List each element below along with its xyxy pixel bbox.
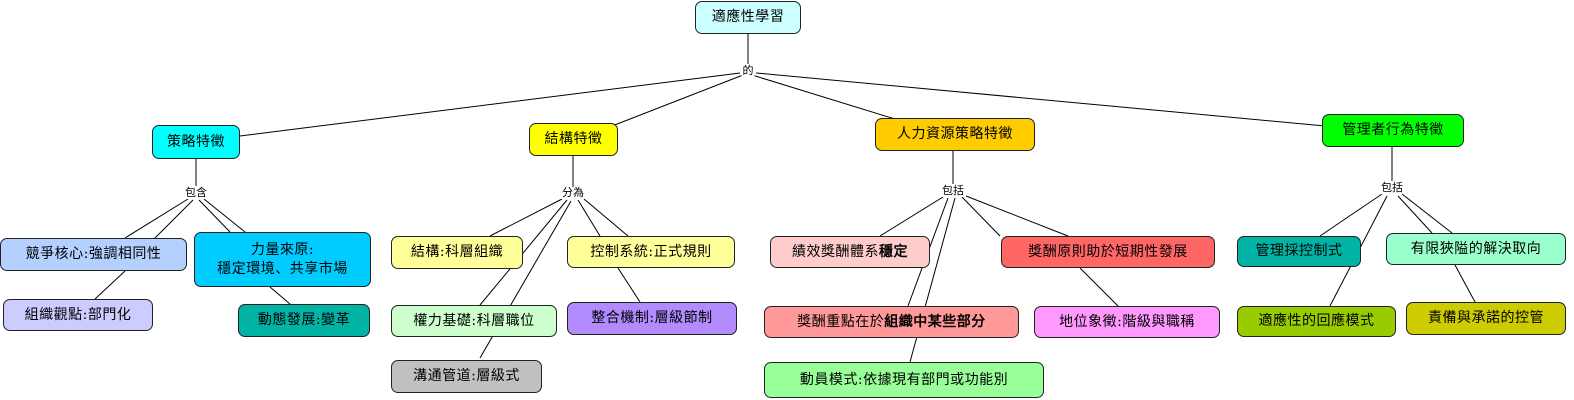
node-accountability[interactable]: 責備與承諾的控管 xyxy=(1406,302,1566,335)
node-limited-solution[interactable]: 有限狹隘的解決取向 xyxy=(1386,233,1566,265)
structure-link-label: 分為 xyxy=(561,186,585,199)
manager-link-label: 包括 xyxy=(1380,181,1404,194)
node-power-source-line2: 穩定環境、共享市場 xyxy=(217,260,348,277)
node-adaptive-response[interactable]: 適應性的回應模式 xyxy=(1237,306,1396,337)
strategy-link-label: 包含 xyxy=(184,186,208,199)
node-power-source[interactable]: 力量來原: 穩定環境、共享市場 xyxy=(194,232,371,287)
node-power-source-line1: 力量來原: xyxy=(250,241,315,258)
node-communication[interactable]: 溝通管道:層級式 xyxy=(391,360,542,393)
node-mobilization-label: 動員模式:依據現有部門或功能別 xyxy=(799,371,1009,388)
branch-hr-label: 人力資源策略特徵 xyxy=(897,126,1013,142)
node-control-mgmt[interactable]: 管理採控制式 xyxy=(1237,236,1361,267)
branch-structure-label: 結構特徵 xyxy=(544,131,603,147)
node-control-mgmt-label: 管理採控制式 xyxy=(1255,243,1343,259)
node-status-symbol-label: 地位象徵:階級與職稱 xyxy=(1059,313,1195,330)
root-node[interactable]: 適應性學習 xyxy=(695,1,801,34)
node-dynamic-dev[interactable]: 動態發展:變革 xyxy=(238,304,370,337)
node-power-base-label: 權力基礎:科層職位 xyxy=(413,312,535,329)
node-control-system[interactable]: 控制系統:正式規則 xyxy=(567,236,735,268)
node-org-view[interactable]: 組織觀點:部門化 xyxy=(3,299,153,331)
node-reward-focus-text: 獎酬重點在於組織中某些部分 xyxy=(797,313,986,332)
node-reward-focus-emphasis: 組織中某些部分 xyxy=(884,313,986,330)
node-performance-reward-emphasis: 穩定 xyxy=(879,243,908,260)
node-integration-label: 整合機制:層級節制 xyxy=(591,310,713,326)
node-integration[interactable]: 整合機制:層級節制 xyxy=(567,302,737,335)
hr-link-label: 包括 xyxy=(941,184,965,197)
node-communication-label: 溝通管道:層級式 xyxy=(413,368,520,384)
node-performance-reward-label: 績效獎酬體系 xyxy=(792,243,879,260)
root-link-label: 的 xyxy=(741,64,755,77)
node-structure[interactable]: 結構:科層組織 xyxy=(391,236,523,269)
node-accountability-label: 責備與承諾的控管 xyxy=(1428,310,1544,326)
branch-strategy[interactable]: 策略特徵 xyxy=(152,125,240,159)
branch-hr[interactable]: 人力資源策略特徵 xyxy=(875,118,1035,151)
node-reward-focus-label: 獎酬重點在於 xyxy=(797,313,885,330)
node-limited-solution-label: 有限狹隘的解決取向 xyxy=(1410,240,1542,257)
root-label: 適應性學習 xyxy=(711,9,785,25)
node-status-symbol[interactable]: 地位象徵:階級與職稱 xyxy=(1034,306,1220,338)
branch-strategy-label: 策略特徵 xyxy=(167,133,225,150)
node-reward-focus[interactable]: 獎酬重點在於組織中某些部分 xyxy=(764,306,1019,338)
node-adaptive-response-label: 適應性的回應模式 xyxy=(1258,313,1375,329)
node-reward-principle[interactable]: 獎酬原則助於短期性發展 xyxy=(1001,236,1215,268)
node-competition-core[interactable]: 競爭核心:強調相同性 xyxy=(0,238,187,271)
node-dynamic-dev-label: 動態發展:變革 xyxy=(257,312,351,328)
node-reward-principle-label: 獎酬原則助於短期性發展 xyxy=(1028,243,1188,260)
branch-manager-label: 管理者行為特徵 xyxy=(1342,122,1444,138)
branch-manager[interactable]: 管理者行為特徵 xyxy=(1322,114,1464,147)
branch-structure[interactable]: 結構特徵 xyxy=(529,123,618,156)
node-structure-label: 結構:科層組織 xyxy=(410,244,504,260)
node-mobilization[interactable]: 動員模式:依據現有部門或功能別 xyxy=(764,362,1044,398)
node-performance-reward-text: 績效獎酬體系穩定 xyxy=(792,243,908,262)
node-performance-reward[interactable]: 績效獎酬體系穩定 xyxy=(770,236,930,268)
node-competition-core-label: 競爭核心:強調相同性 xyxy=(25,246,162,262)
node-control-system-label: 控制系統:正式規則 xyxy=(590,243,712,260)
node-power-base[interactable]: 權力基礎:科層職位 xyxy=(391,305,557,337)
node-org-view-label: 組織觀點:部門化 xyxy=(24,306,132,323)
